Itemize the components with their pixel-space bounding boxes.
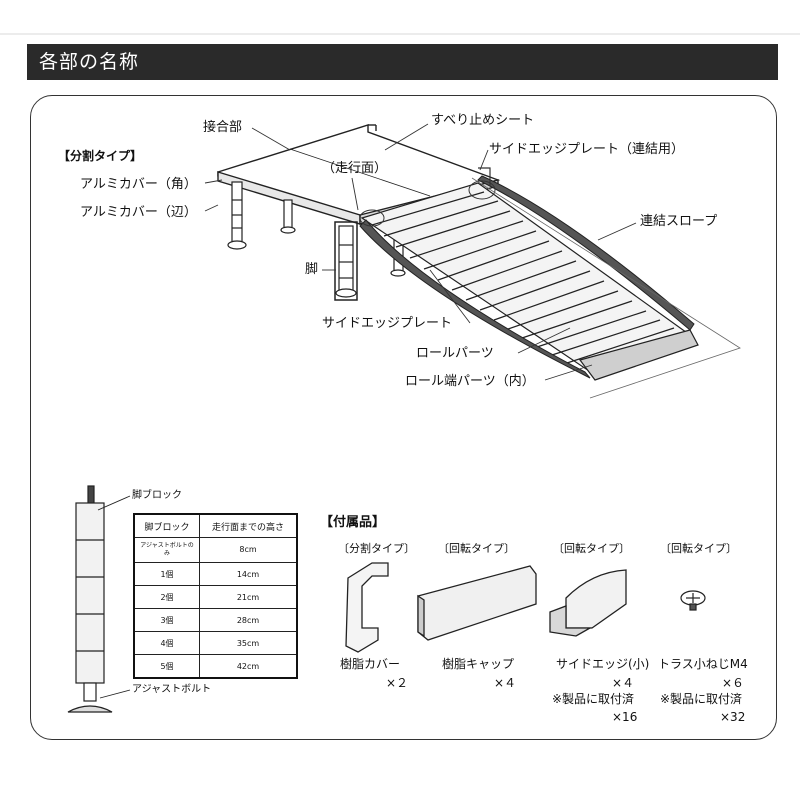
accessory-type: 〔分割タイプ〕 <box>338 542 415 555</box>
label-adjust-bolt: アジャストボルト <box>132 684 212 695</box>
table-cell: アジャストボルトのみ <box>133 537 200 563</box>
table-cell: 28cm <box>199 608 298 632</box>
label-anti-slip: すべり止めシート <box>431 113 535 128</box>
label-side-edge-link: サイドエッジプレート（連結用） <box>489 142 685 157</box>
table-row: 1個 14cm <box>133 562 298 586</box>
label-roll-end: ロール端パーツ（内） <box>405 374 535 389</box>
resin-cover-drawing <box>345 562 389 653</box>
label-joint: 接合部 <box>203 120 243 135</box>
accessory-qty: ×２ <box>386 676 409 690</box>
accessory-qty: ×４ <box>612 676 635 690</box>
accessory-note-qty: ×32 <box>720 710 746 724</box>
accessory-name: 樹脂キャップ <box>442 657 515 671</box>
accessory-name: 樹脂カバー <box>340 657 401 671</box>
table-cell: 3個 <box>133 608 200 632</box>
accessories-title: 【付属品】 <box>320 515 386 530</box>
table-cell: 14cm <box>199 562 298 586</box>
label-running-surface: （走行面） <box>322 161 388 176</box>
table-row: 3個 28cm <box>133 608 298 632</box>
resin-cap-drawing <box>417 565 537 641</box>
link-callout-circles <box>359 167 496 227</box>
diagram-frame <box>30 95 777 740</box>
truss-screw-drawing <box>680 590 706 611</box>
accessory-type: 〔回転タイプ〕 <box>438 542 515 555</box>
leg-block-drawing <box>67 485 131 713</box>
section-header: 各部の名称 <box>27 44 778 80</box>
table-header-cell: 走行面までの高さ <box>199 513 298 538</box>
accessory-qty: ×６ <box>722 676 745 690</box>
table-cell: 35cm <box>199 631 298 655</box>
label-leg-block: 脚ブロック <box>132 490 182 501</box>
accessory-type: 〔回転タイプ〕 <box>660 542 737 555</box>
accessory-name: サイドエッジ(小) <box>556 657 650 671</box>
table-header-cell: 脚ブロック <box>133 513 200 538</box>
table-header-row: 脚ブロック 走行面までの高さ <box>133 513 298 538</box>
ground-outline <box>471 177 741 399</box>
table-cell: 21cm <box>199 585 298 609</box>
table-cell: 4個 <box>133 631 200 655</box>
table-row: 4個 35cm <box>133 631 298 655</box>
accessory-type: 〔回転タイプ〕 <box>553 542 630 555</box>
table-cell: 42cm <box>199 654 298 679</box>
label-roll-parts: ロールパーツ <box>416 346 494 361</box>
leader-lines <box>204 123 637 381</box>
label-alu-edge: アルミカバー（辺） <box>80 205 197 220</box>
table-row: アジャストボルトのみ 8cm <box>133 537 298 563</box>
table-row: 2個 21cm <box>133 585 298 609</box>
label-type: 【分割タイプ】 <box>58 149 143 163</box>
table-cell: 1個 <box>133 562 200 586</box>
table-cell: 5個 <box>133 654 200 679</box>
accessory-qty: ×４ <box>494 676 517 690</box>
accessory-note: ※製品に取付済 <box>660 692 743 706</box>
table-row: 5個 42cm <box>133 654 298 679</box>
top-divider <box>0 33 800 35</box>
accessory-name: トラス小ねじM4 <box>658 657 748 671</box>
label-leg: 脚 <box>305 262 319 277</box>
table-cell: 2個 <box>133 585 200 609</box>
side-edge-plate <box>359 175 695 379</box>
label-side-edge: サイドエッジプレート <box>322 316 453 331</box>
accessory-note: ※製品に取付済 <box>552 692 635 706</box>
section-title: 各部の名称 <box>39 51 140 73</box>
table-cell: 8cm <box>199 537 298 563</box>
height-table: 脚ブロック 走行面までの高さ アジャストボルトのみ 8cm 1個 14cm 2個… <box>133 513 298 679</box>
accessory-note-qty: ×16 <box>612 710 638 724</box>
label-alu-corner: アルミカバー（角） <box>80 177 197 192</box>
label-link-slope: 連結スロープ <box>640 214 718 229</box>
side-edge-small-drawing <box>549 569 627 637</box>
link-slope <box>360 182 699 381</box>
